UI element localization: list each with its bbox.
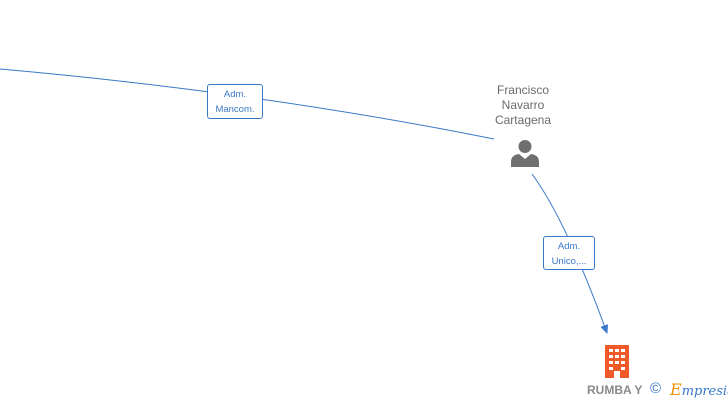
building-icon[interactable] xyxy=(602,344,632,378)
edge-label-mancom-line-1: Adm. xyxy=(223,89,247,100)
edge-label-unico-line-2: Unico,... xyxy=(551,256,587,267)
brand-initial: E xyxy=(670,380,682,399)
edge-label-unico[interactable]: Adm. Unico,... xyxy=(543,236,595,270)
person-name-line-1[interactable]: Francisco xyxy=(496,83,549,97)
brand-rest: mpresia xyxy=(681,384,728,399)
edge-label-unico-line-1: Adm. xyxy=(557,241,581,252)
person-name-line-2[interactable]: Navarro xyxy=(501,98,545,112)
person-name-line-3[interactable]: Cartagena xyxy=(494,113,552,127)
empresia-logo: Empresia xyxy=(670,380,728,399)
person-name[interactable]: Francisco Navarro Cartagena xyxy=(472,83,574,128)
company-name[interactable]: RUMBA Y xyxy=(587,383,643,397)
edge-label-mancom-line-2: Mancom. xyxy=(215,104,255,115)
copyright-symbol: © xyxy=(650,380,662,397)
edge-label-mancom[interactable]: Adm. Mancom. xyxy=(207,84,263,119)
person-icon[interactable] xyxy=(510,138,540,168)
